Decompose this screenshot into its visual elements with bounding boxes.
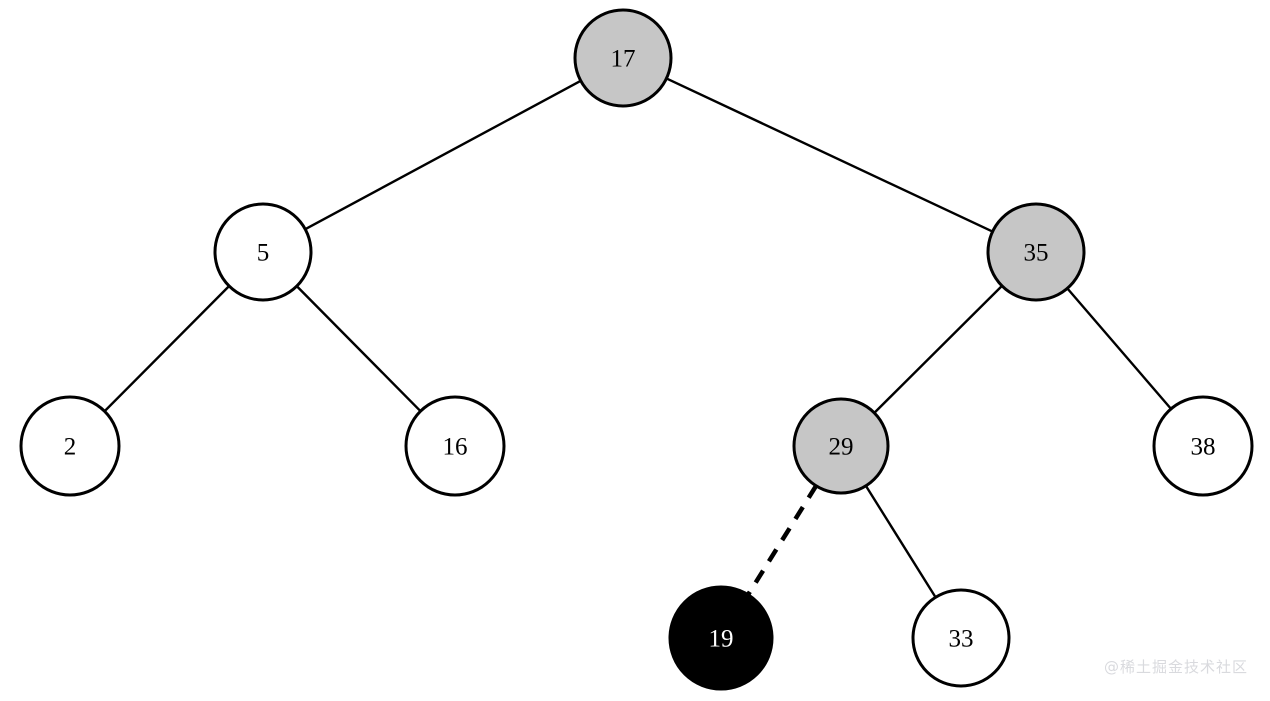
tree-node-29[interactable]: 29 [792,397,890,495]
tree-node-5[interactable]: 5 [213,202,313,302]
tree-node-33[interactable]: 33 [911,588,1011,688]
tree-edge-5-2 [103,284,231,413]
node-label-19: 19 [709,626,734,653]
node-circle-17[interactable] [573,8,673,108]
node-circle-29[interactable] [792,397,890,495]
tree-edge-35-38 [1066,287,1173,411]
node-circle-16[interactable] [404,395,506,497]
node-circle-5[interactable] [213,202,313,302]
node-circle-19[interactable] [668,585,774,691]
tree-node-35[interactable]: 35 [986,202,1086,302]
node-circle-33[interactable] [911,588,1011,688]
node-circle-38[interactable] [1152,395,1254,497]
node-circle-2[interactable] [19,395,121,497]
node-label-33: 33 [949,626,974,653]
tree-edge-29-19 [746,484,818,596]
tree-node-2[interactable]: 2 [19,395,121,497]
node-layer: 17 5 35 2 16 29 38 19 33 [19,8,1254,691]
tree-edge-35-29 [873,284,1004,415]
node-label-5: 5 [257,240,270,267]
node-label-35: 35 [1024,240,1049,267]
node-label-17: 17 [611,46,636,73]
edge-layer [103,77,1173,599]
tree-node-16[interactable]: 16 [404,395,506,497]
tree-node-38[interactable]: 38 [1152,395,1254,497]
tree-node-19[interactable]: 19 [668,585,774,691]
node-circle-35[interactable] [986,202,1086,302]
tree-node-17[interactable]: 17 [573,8,673,108]
watermark-text: @稀土掘金技术社区 [1103,658,1248,676]
tree-edge-17-35 [665,77,994,233]
tree-edge-17-5 [304,79,582,231]
node-label-16: 16 [443,434,468,461]
node-label-2: 2 [64,434,77,461]
tree-edge-5-16 [295,284,422,413]
node-label-29: 29 [829,434,854,461]
tree-edge-29-33 [864,484,937,599]
node-label-38: 38 [1191,434,1216,461]
